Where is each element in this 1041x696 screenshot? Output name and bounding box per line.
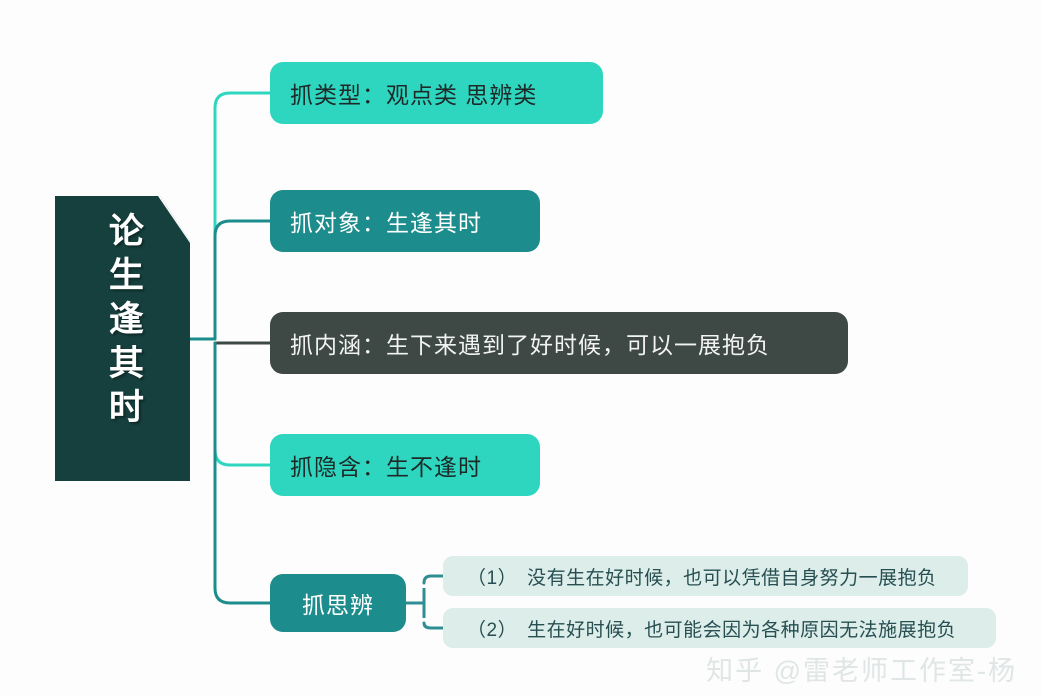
connector-branch-object <box>213 219 272 341</box>
folded-corner-icon <box>158 196 190 243</box>
connector-debate-child-1 <box>422 574 445 585</box>
branch-node-type[interactable]: 抓类型：观点类 思辨类 <box>270 62 603 124</box>
connector-branch-implicit <box>213 341 272 467</box>
connector-branch-type <box>213 91 272 341</box>
root-node[interactable]: 论生逢其时 <box>55 196 190 481</box>
branch-node-type-label: 抓类型：观点类 思辨类 <box>290 82 538 108</box>
branch-node-meaning[interactable]: 抓内涵：生下来遇到了好时候，可以一展抱负 <box>270 312 848 374</box>
branch-node-implicit-label: 抓隐含：生不逢时 <box>290 454 482 480</box>
sub-node-debate-1[interactable]: （1） 没有生在好时候，也可以凭借自身努力一展抱负 <box>443 556 968 596</box>
branch-node-object-label: 抓对象：生逢其时 <box>290 210 482 236</box>
branch-node-meaning-label: 抓内涵：生下来遇到了好时候，可以一展抱负 <box>290 332 770 358</box>
sub-node-debate-2[interactable]: （2） 生在好时候，也可能会因为各种原因无法施展抱负 <box>443 608 996 648</box>
branch-node-debate-label: 抓思辨 <box>302 592 374 618</box>
branch-node-implicit[interactable]: 抓隐含：生不逢时 <box>270 434 540 496</box>
connector-debate-child-2 <box>422 621 445 630</box>
watermark: 知乎 @雷老师工作室-杨 <box>706 656 1017 686</box>
connector-branch-debate <box>213 341 272 605</box>
sub-node-debate-2-label: （2） 生在好时候，也可能会因为各种原因无法施展抱负 <box>467 619 957 641</box>
sub-node-debate-1-label: （1） 没有生在好时候，也可以凭借自身努力一展抱负 <box>467 567 937 589</box>
branch-node-debate[interactable]: 抓思辨 <box>270 574 406 632</box>
root-node-label: 论生逢其时 <box>103 212 143 432</box>
branch-node-object[interactable]: 抓对象：生逢其时 <box>270 190 540 252</box>
